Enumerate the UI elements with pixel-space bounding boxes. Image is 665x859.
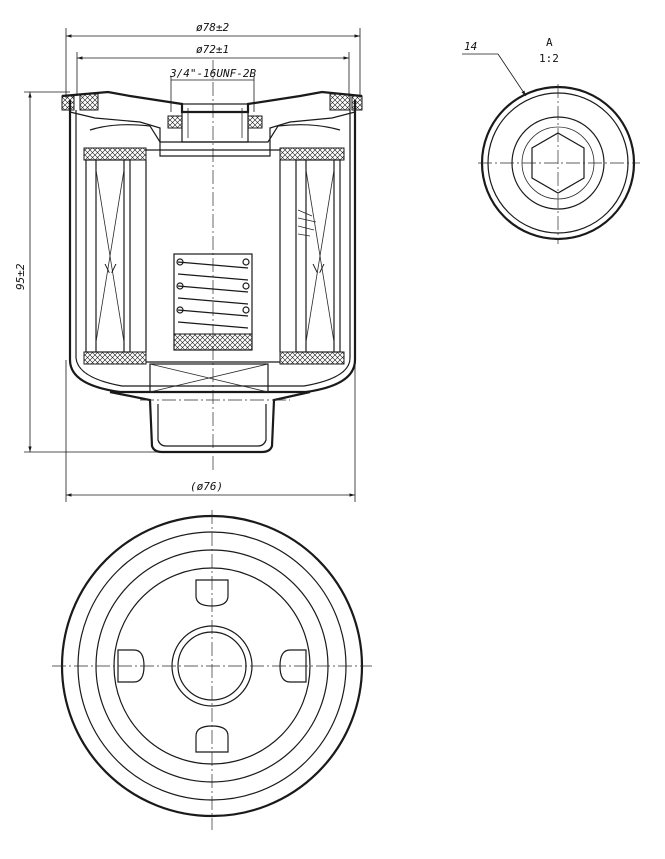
svg-text:\/: \/ bbox=[104, 262, 117, 275]
spring bbox=[176, 258, 250, 329]
dimension-inner-diameter: ø72±1 bbox=[76, 43, 350, 96]
body-diameter-label: (ø76) bbox=[190, 480, 223, 493]
dimension-outer-diameter: ø78±2 bbox=[65, 21, 361, 98]
dimension-body-diameter: (ø76) bbox=[65, 360, 356, 502]
dimension-height: 95±2 bbox=[14, 91, 160, 453]
detail-view-a: A 1:2 14 bbox=[462, 36, 640, 244]
svg-text:\/: \/ bbox=[312, 262, 325, 275]
callout-number: 14 bbox=[464, 40, 477, 53]
bottom-view bbox=[52, 510, 372, 830]
outer-diameter-label: ø78±2 bbox=[196, 21, 229, 34]
inner-diameter-label: ø72±1 bbox=[196, 43, 229, 56]
section-view: \/ \/ bbox=[61, 60, 363, 470]
height-label: 95±2 bbox=[14, 263, 27, 290]
detail-scale: 1:2 bbox=[539, 52, 559, 65]
detail-label: A bbox=[546, 36, 553, 49]
